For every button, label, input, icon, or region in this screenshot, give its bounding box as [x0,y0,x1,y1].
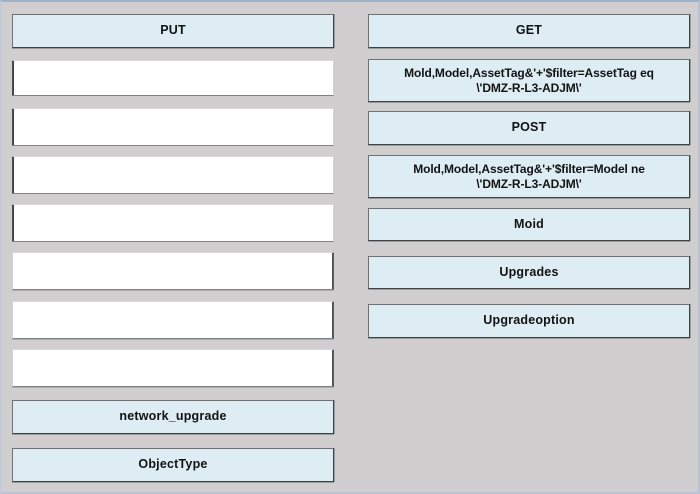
moid-button[interactable]: Moid [368,208,690,241]
upgradeoption-button[interactable]: Upgradeoption [368,304,690,338]
network-upgrade-button[interactable]: network_upgrade [12,400,334,434]
left-text-field-7[interactable] [12,349,334,387]
upgrades-button[interactable]: Upgrades [368,256,690,289]
left-text-field-6[interactable] [12,301,334,339]
left-text-field-1[interactable] [12,60,334,96]
left-text-field-5[interactable] [12,252,334,290]
get-query-filter-assettag-button[interactable]: Mold,Model,AssetTag&'+'$filter=AssetTag … [368,59,690,102]
object-type-button[interactable]: ObjectType [12,448,334,482]
left-text-field-4[interactable] [12,204,334,242]
left-text-field-3[interactable] [12,156,334,194]
left-text-field-2[interactable] [12,108,334,146]
get-method-button[interactable]: GET [368,14,690,48]
post-query-filter-model-button[interactable]: Mold,Model,AssetTag&'+'$filter=Model ne … [368,155,690,198]
put-method-button[interactable]: PUT [12,14,334,48]
post-method-button[interactable]: POST [368,111,690,145]
